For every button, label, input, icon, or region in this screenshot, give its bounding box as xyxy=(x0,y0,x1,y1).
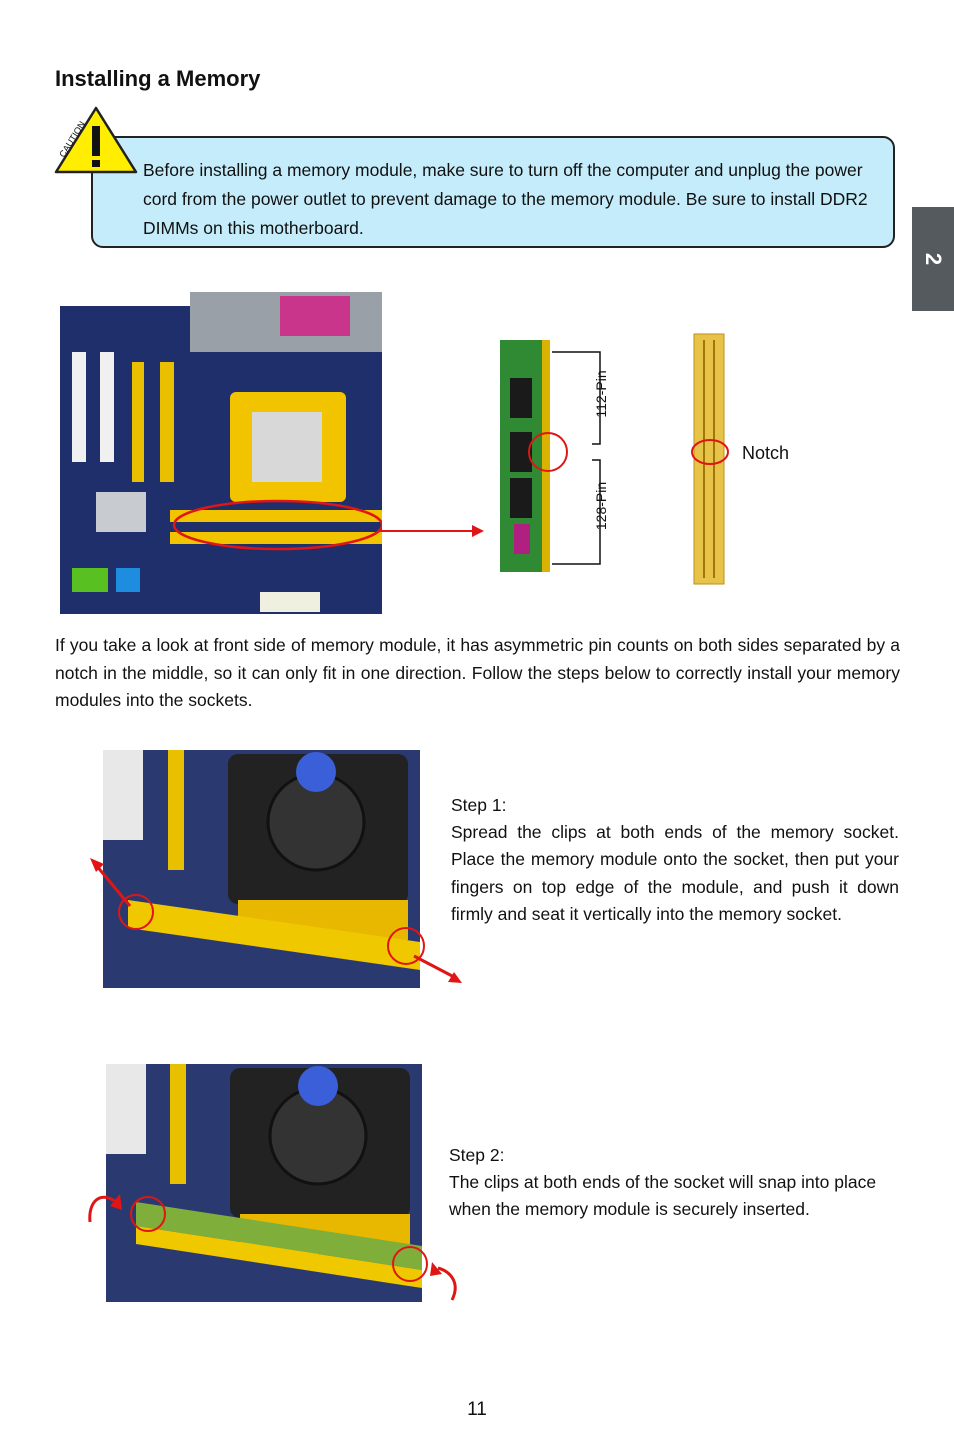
step-1-description: Spread the clips at both ends of the mem… xyxy=(451,822,899,924)
caution-icon: CAUTION xyxy=(54,106,138,174)
chapter-tab-label: 2 xyxy=(921,252,946,266)
caution-text: Before installing a memory module, make … xyxy=(143,160,868,238)
caution-box xyxy=(91,136,895,248)
page-title: Installing a Memory xyxy=(55,66,261,91)
label-112-pin: 112-Pin xyxy=(593,370,609,417)
pointer-arrow xyxy=(380,525,484,537)
step-2-text: Step 2: The clips at both ends of the so… xyxy=(449,1142,901,1223)
chapter-tab: 2 xyxy=(912,207,954,311)
step-2-heading: Step 2: xyxy=(449,1145,505,1165)
step-1-heading: Step 1: xyxy=(451,795,507,815)
step-1-photo xyxy=(90,750,462,988)
intro-paragraph: If you take a look at front side of memo… xyxy=(55,635,900,710)
memory-edge-diagram: Notch xyxy=(691,333,789,585)
motherboard-photo xyxy=(60,292,382,614)
label-128-pin: 128-Pin xyxy=(593,482,609,530)
step-2-photo xyxy=(88,1064,457,1302)
step-2-description: The clips at both ends of the socket wil… xyxy=(449,1172,877,1219)
memory-module-diagram: 112-Pin 128-Pin xyxy=(500,340,609,572)
label-notch: Notch xyxy=(742,443,789,463)
step-1-text: Step 1: Spread the clips at both ends of… xyxy=(451,792,899,928)
page-number: 11 xyxy=(467,1399,487,1420)
